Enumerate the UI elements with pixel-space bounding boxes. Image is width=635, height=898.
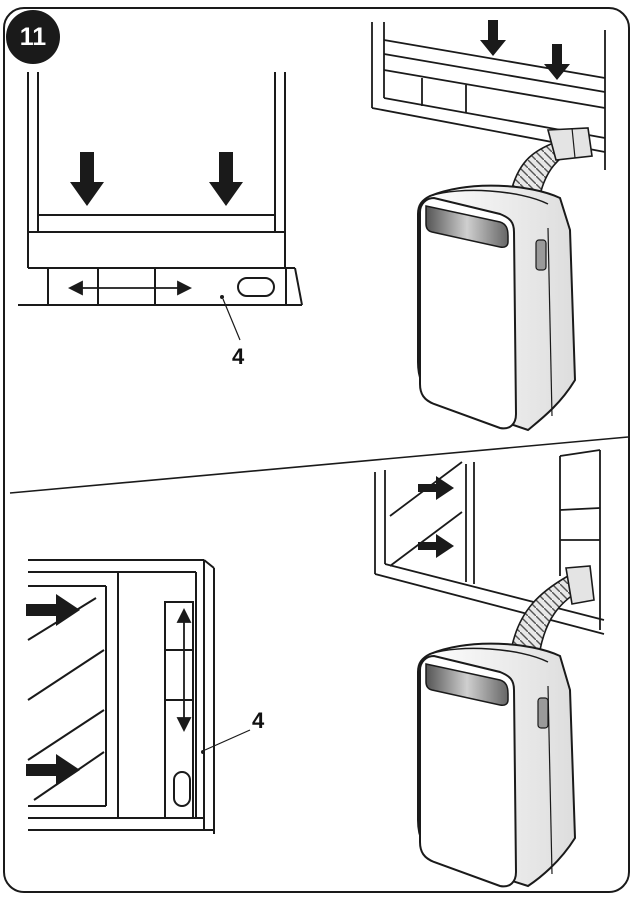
- callout-label-top: 4: [232, 344, 245, 369]
- hose-icon: [511, 565, 595, 651]
- outer-border: [3, 7, 630, 893]
- section-divider: [9, 436, 629, 494]
- right-arrow-icon: [26, 754, 80, 786]
- air-conditioner-icon: [417, 642, 577, 888]
- right-arrow-icon: [418, 476, 454, 500]
- air-conditioner-icon: [417, 184, 577, 432]
- callout-leader: [222, 298, 241, 341]
- down-arrow-icon: [70, 152, 104, 206]
- bottom-left-window-detail: [27, 559, 215, 834]
- hose-icon: [511, 127, 593, 196]
- down-arrow-icon: [209, 152, 243, 206]
- down-arrow-icon: [544, 44, 570, 80]
- step-number-badge: 11: [6, 10, 60, 64]
- callout-dot: [220, 295, 224, 299]
- callout-leader: [204, 729, 251, 751]
- down-arrow-icon: [480, 20, 506, 56]
- double-arrow-icon: [176, 607, 192, 733]
- double-arrow-icon: [67, 280, 193, 296]
- callout-label-bottom: 4: [252, 708, 265, 733]
- bottom-right-window: [374, 449, 605, 635]
- top-left-window-detail: [18, 72, 303, 306]
- callout-dot: [201, 750, 205, 754]
- right-arrow-icon: [26, 594, 80, 626]
- right-arrow-icon: [418, 534, 454, 558]
